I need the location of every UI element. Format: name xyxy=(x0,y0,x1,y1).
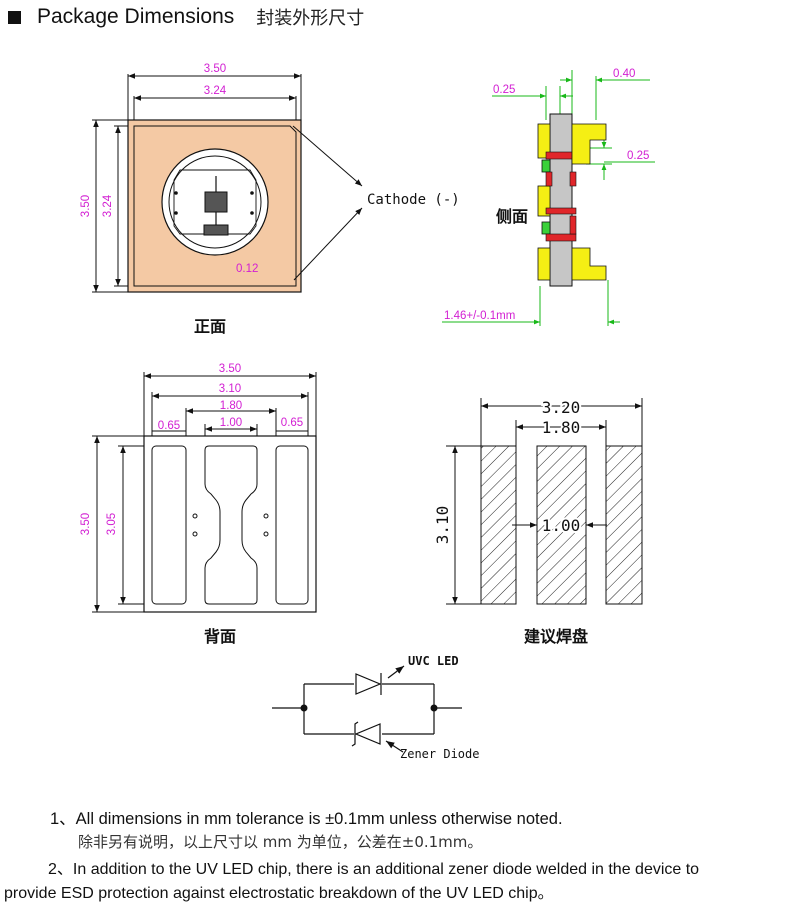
front-view: 3.50 3.24 3.50 3.24 0.12 Cathode (-) 正面 xyxy=(80,63,460,336)
note-2-line-2: provide ESD protection against electrost… xyxy=(4,885,554,902)
side-body xyxy=(549,113,573,287)
back-right-pad xyxy=(275,445,309,605)
back-view: 3.50 3.10 1.80 1.00 0.65 0.65 3.50 3.05 … xyxy=(80,363,317,646)
solder-center-dim: 1.80 xyxy=(542,418,581,437)
side-bottom-dim: 1.46+/-0.1mm xyxy=(444,310,515,322)
zener-diode-label: Zener Diode xyxy=(400,747,479,761)
front-view-label: 正面 xyxy=(194,317,226,336)
side-view: 0.25 0.40 0.25 1.46+/-0.1mm 侧面 xyxy=(442,68,655,326)
note-1-chinese: 除非另有说明，以上尺寸以 mm 为单位，公差在±0.1mm。 xyxy=(78,833,483,851)
note-2-line-1: 2、In addition to the UV LED chip, there … xyxy=(48,861,700,878)
circuit-node-left xyxy=(300,704,308,712)
solder-gap-dim: 1.00 xyxy=(542,516,581,535)
front-inner-outline xyxy=(133,125,297,287)
back-height-outer-dim: 3.50 xyxy=(80,513,92,535)
solder-pad-view: 3.20 1.80 1.00 3.10 建议焊盘 xyxy=(431,396,643,646)
solder-height-dim: 3.10 xyxy=(433,506,452,545)
side-yellow-pad xyxy=(537,247,551,281)
solder-pad-right xyxy=(605,445,643,605)
back-left-pad xyxy=(151,445,187,605)
side-top-left-dim: 0.25 xyxy=(493,84,515,96)
package-drawing: 3.50 3.24 3.50 3.24 0.12 Cathode (-) 正面 xyxy=(80,63,655,761)
zener-chip xyxy=(203,224,229,236)
circuit-node-right xyxy=(430,704,438,712)
section-heading: Package Dimensions 封装外形尺寸 xyxy=(8,2,364,32)
back-width-mid-dim: 3.10 xyxy=(219,383,241,395)
side-green-marker xyxy=(541,159,551,173)
section-title-cn: 封装外形尺寸 xyxy=(256,8,365,29)
back-left-pad-dim: 0.65 xyxy=(158,420,180,432)
back-center-pad xyxy=(204,445,258,605)
back-package-body xyxy=(143,435,317,613)
side-green-marker xyxy=(541,221,551,235)
back-view-label: 背面 xyxy=(204,627,236,646)
front-corner-dim: 0.12 xyxy=(236,263,258,275)
side-yellow-pad xyxy=(537,123,551,159)
side-right-dim: 0.25 xyxy=(627,150,649,162)
led-chip xyxy=(204,191,228,213)
circuit-schematic: UVC LED Zener Diode xyxy=(272,654,479,761)
front-height-inner-dim: 3.24 xyxy=(102,194,114,217)
die-frame xyxy=(173,169,257,235)
back-center-pad-dim: 1.00 xyxy=(220,417,242,429)
solder-pad-center xyxy=(536,445,587,605)
square-bullet-icon xyxy=(8,10,21,24)
note-1-english: 1、All dimensions in mm tolerance is ±0.1… xyxy=(50,810,563,828)
side-lead-bottom xyxy=(571,247,607,281)
solder-pad-label: 建议焊盘 xyxy=(524,627,588,646)
side-lead-top xyxy=(571,123,607,165)
solder-total-dim: 3.20 xyxy=(542,398,581,417)
front-width-outer-dim: 3.50 xyxy=(204,63,226,75)
solder-pad-left xyxy=(480,445,517,605)
side-top-right-dim: 0.40 xyxy=(613,68,635,80)
front-width-inner-dim: 3.24 xyxy=(204,85,227,97)
back-width-outer-dim: 3.50 xyxy=(219,363,241,375)
back-height-inner-dim: 3.05 xyxy=(106,513,118,535)
front-height-outer-dim: 3.50 xyxy=(80,195,92,217)
cathode-label: Cathode (-) xyxy=(367,192,460,208)
side-view-label: 侧面 xyxy=(496,207,528,226)
uvc-led-label: UVC LED xyxy=(408,654,459,668)
back-right-pad-dim: 0.65 xyxy=(281,417,303,429)
section-title: Package Dimensions xyxy=(37,5,235,28)
back-center-dim: 1.80 xyxy=(220,400,242,412)
